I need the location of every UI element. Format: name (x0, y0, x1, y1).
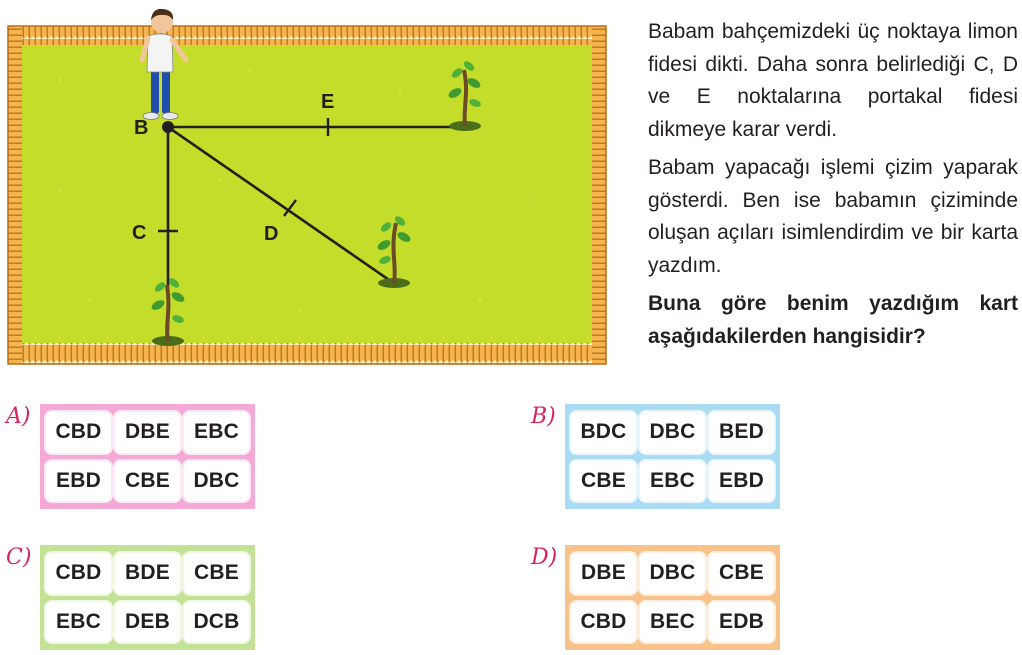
option-c-chip: BDE (115, 553, 180, 594)
option-c-chip: CBE (184, 553, 249, 594)
boy-figure (139, 8, 189, 120)
option-d-chip: CBE (709, 553, 774, 594)
label-D: D (264, 223, 278, 245)
grass-field (22, 45, 592, 343)
option-d-chip: EDB (709, 601, 774, 642)
option-d-chip: DBE (571, 553, 636, 594)
option-a-letter: A) (6, 404, 31, 429)
option-c-chip: CBD (46, 553, 111, 594)
question-prompt: Buna göre benim yazdığım kart aşağıdakil… (648, 292, 1018, 348)
fence-bottom (8, 342, 606, 364)
option-b-chip: BED (709, 412, 774, 453)
option-b-card[interactable]: BDC DBC BED CBE EBC EBD (565, 404, 780, 509)
option-a-chip: EBD (46, 460, 111, 501)
label-C: C (132, 222, 146, 244)
option-c-chip: DEB (115, 601, 180, 642)
tick-D (283, 199, 297, 217)
option-c-chip: EBC (46, 601, 111, 642)
point-B (162, 121, 174, 133)
ray-BD (167, 125, 393, 284)
option-b-chip: EBD (709, 460, 774, 501)
option-c-card[interactable]: CBD BDE CBE EBC DEB DCB (40, 545, 255, 650)
question-text: Babam bahçemizdeki üç noktaya limon fide… (648, 16, 1018, 359)
tree-icon (151, 278, 185, 346)
option-b-chip: EBC (640, 460, 705, 501)
option-a-chip: CBD (46, 412, 111, 453)
option-b-chip: DBC (640, 412, 705, 453)
option-a-chip: DBC (184, 460, 249, 501)
option-b-chip: CBE (571, 460, 636, 501)
option-d-chip: DBC (640, 553, 705, 594)
garden-diagram: B E C D (7, 8, 607, 365)
option-d-letter: D) (531, 545, 558, 570)
question-paragraph-2: Babam yapacağı işlemi çizim yaparak göst… (648, 156, 1018, 277)
option-a-chip: DBE (115, 412, 180, 453)
option-a-chip: EBC (184, 412, 249, 453)
option-d-chip: CBD (571, 601, 636, 642)
option-a-card[interactable]: CBD DBE EBC EBD CBE DBC (40, 404, 255, 509)
option-b-chip: BDC (571, 412, 636, 453)
option-c-chip: DCB (184, 601, 249, 642)
option-a-chip: CBE (115, 460, 180, 501)
fence-top (8, 26, 606, 46)
fence-right (592, 26, 606, 364)
question-paragraph-1: Babam bahçemizdeki üç noktaya limon fide… (648, 20, 1018, 141)
option-c-letter: C) (6, 545, 32, 570)
option-d-chip: BEC (640, 601, 705, 642)
tree-icon (377, 216, 411, 288)
label-E: E (321, 91, 334, 113)
label-B: B (134, 117, 148, 139)
option-d-card[interactable]: DBE DBC CBE CBD BEC EDB (565, 545, 780, 650)
tree-icon (448, 61, 481, 131)
option-b-letter: B) (531, 404, 556, 429)
fence-left (8, 26, 22, 364)
